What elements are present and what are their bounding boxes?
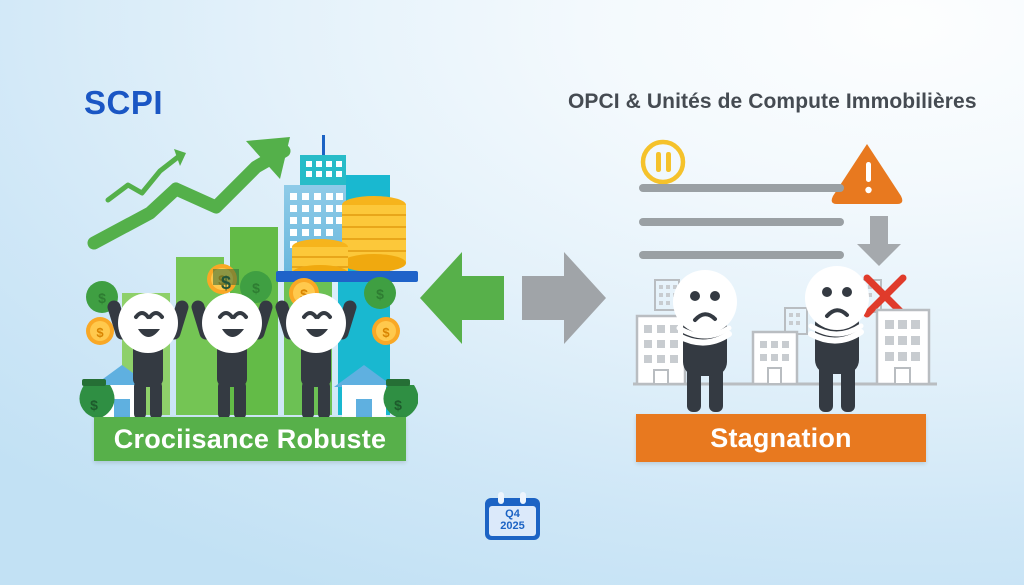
calendar-ring-right: [520, 492, 526, 504]
coin-stack-icon: [292, 196, 406, 281]
svg-text:$: $: [382, 325, 390, 340]
svg-text:$: $: [90, 397, 98, 413]
small-trend-up-arrow-icon: [105, 149, 186, 203]
gray-right-arrow-icon: [522, 252, 606, 344]
red-x-icon: [863, 274, 907, 318]
svg-text:$: $: [394, 397, 402, 413]
calendar-icon: Q4 2025: [485, 492, 540, 540]
svg-text:$: $: [221, 273, 231, 293]
svg-text:$: $: [300, 286, 308, 302]
big-trend-up-arrow-icon: [87, 137, 291, 250]
down-arrow-icon: [857, 216, 901, 266]
right-stagnation-scene: [625, 138, 945, 413]
calendar-inner-page: [489, 506, 536, 536]
happy-person-icon: [107, 293, 357, 419]
status-badge-growth: Crociisance Robuste: [94, 417, 406, 461]
flat-bar-icon: [639, 184, 844, 259]
status-badge-stagnation: Stagnation: [636, 414, 926, 462]
svg-text:$: $: [252, 280, 260, 296]
calendar-period-text: Q4 2025: [485, 508, 540, 532]
calendar-ring-left: [498, 492, 504, 504]
warning-triangle-icon: [831, 144, 903, 204]
dollar-coin-icon: $ $ $ $: [86, 264, 400, 345]
svg-text:$: $: [376, 286, 384, 302]
left-growth-scene: $ $ $ $: [78, 134, 419, 419]
svg-text:$: $: [96, 325, 104, 340]
calendar-quarter: Q4: [505, 508, 520, 520]
green-left-arrow-icon: [420, 252, 504, 344]
calendar-year: 2025: [500, 520, 525, 532]
money-bag-icon: $ $: [79, 379, 419, 418]
page-title-left: SCPI: [84, 84, 164, 121]
page-title-right: OPCI & Unités de Compute Immobilières: [568, 90, 977, 113]
svg-text:$: $: [98, 290, 106, 306]
left-scene-illustration: $ $ $ $: [79, 134, 419, 419]
pause-circle-icon: [640, 139, 686, 185]
sad-person-icon: [673, 266, 869, 412]
comparison-arrows: [418, 248, 608, 348]
right-scene-illustration: [633, 139, 937, 412]
